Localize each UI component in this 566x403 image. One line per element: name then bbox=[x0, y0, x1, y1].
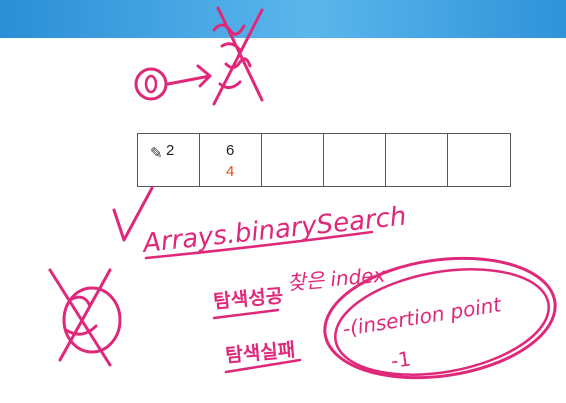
success-value: 찾은 index bbox=[286, 262, 386, 294]
crossed-out-scribble bbox=[212, 6, 264, 106]
arrow-icon bbox=[166, 64, 212, 88]
cell-value: 6 bbox=[226, 142, 235, 159]
array-cell: ✎ 2 bbox=[138, 134, 200, 186]
circled-zero-icon bbox=[134, 67, 168, 101]
crossed-circle-icon bbox=[62, 286, 122, 354]
array-cell bbox=[262, 134, 324, 186]
cell-correction: 4 bbox=[226, 163, 235, 180]
fail-value: -(insertion point bbox=[341, 292, 504, 341]
array-diagram: ✎ 2 6 4 bbox=[137, 133, 511, 187]
check-mark-icon bbox=[112, 186, 154, 242]
array-cell: 6 4 bbox=[200, 134, 262, 186]
array-cell bbox=[324, 134, 386, 186]
fail-extra: -1 bbox=[389, 346, 412, 373]
slide-header-bar bbox=[0, 0, 566, 38]
method-name: Arrays.binarySearch bbox=[140, 201, 408, 259]
pen-cursor-icon: ✎ bbox=[150, 145, 163, 162]
cell-value: 2 bbox=[166, 142, 175, 159]
array-cell bbox=[386, 134, 448, 186]
success-label: 탐색성공 bbox=[213, 285, 285, 313]
highlight-ellipse bbox=[323, 256, 557, 380]
